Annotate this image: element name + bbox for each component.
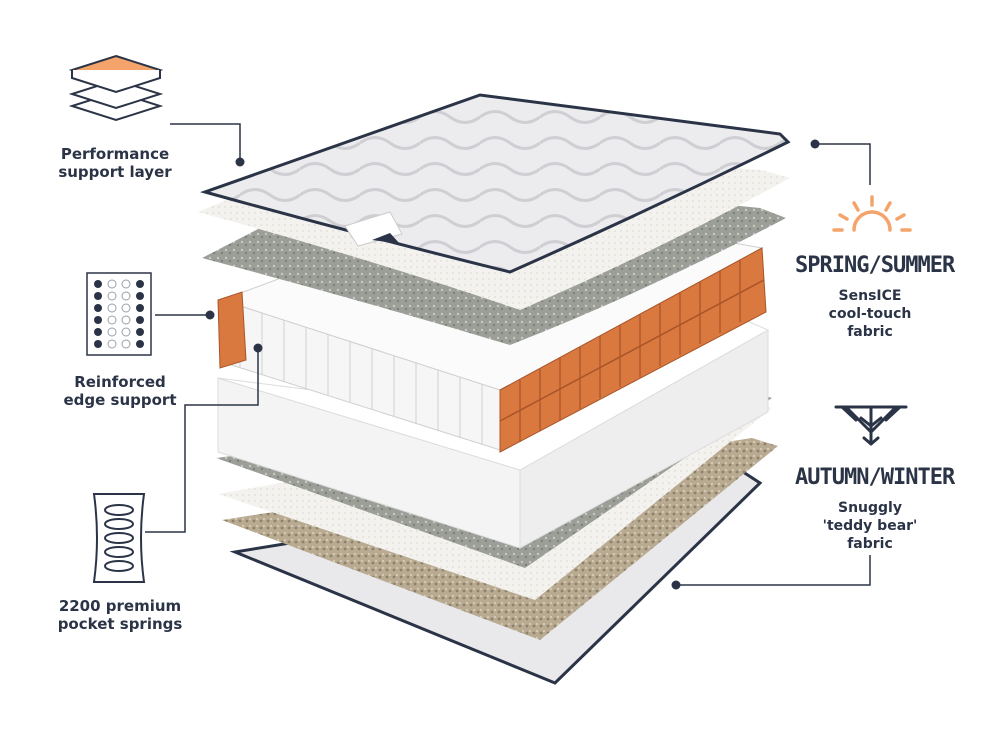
snowflake-icon <box>834 405 908 446</box>
springs-label-line2: pocket springs <box>57 615 183 633</box>
leader-dots <box>205 139 820 590</box>
edge-label-line2: edge support <box>63 391 177 409</box>
leader-lines <box>145 123 871 586</box>
winter-desc-line1: Snuggly <box>838 500 902 516</box>
autumn-winter-description: Snuggly 'teddy bear' fabric <box>800 499 940 553</box>
quilted-top-cover <box>199 93 791 274</box>
winter-desc-line2: 'teddy bear' <box>822 518 918 534</box>
performance-label-line1: Performance <box>60 145 170 163</box>
winter-desc-line3: fabric <box>847 536 893 552</box>
spring-summer-description: SensICE cool-touch fabric <box>800 287 940 341</box>
performance-label-line2: support layer <box>58 163 172 181</box>
performance-layer-label: Performance support layer <box>40 145 190 181</box>
edge-grid-icon <box>86 272 152 356</box>
pocket-springs-label: 2200 premium pocket springs <box>30 597 210 633</box>
edge-label-line1: Reinforced <box>74 373 166 391</box>
layers-icon <box>68 54 164 122</box>
autumn-winter-title: AUTUMN/WINTER <box>795 465 955 490</box>
summer-desc-line3: fabric <box>847 324 893 340</box>
sun-icon <box>832 195 912 232</box>
springs-label-line1: 2200 premium <box>58 597 182 615</box>
summer-desc-line2: cool-touch <box>828 306 912 322</box>
coil-spring-icon <box>92 493 146 583</box>
edge-support-label: Reinforced edge support <box>40 373 200 409</box>
summer-desc-line1: SensICE <box>838 288 902 304</box>
spring-summer-title: SPRING/SUMMER <box>795 253 955 278</box>
